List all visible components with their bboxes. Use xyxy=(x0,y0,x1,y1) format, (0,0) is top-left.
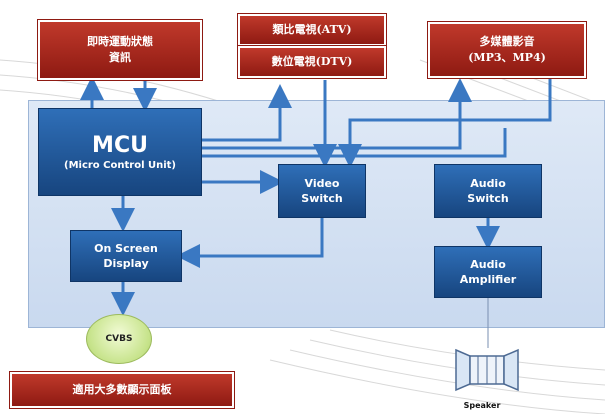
video-switch-line2: Switch xyxy=(301,192,343,205)
multimedia-line1: 多媒體影音 xyxy=(479,35,535,48)
osd-line1: On Screen xyxy=(94,242,158,255)
cvbs-node: CVBS xyxy=(86,314,152,364)
audio-amplifier-box: Audio Amplifier xyxy=(434,246,542,298)
audio-amplifier-line2: Amplifier xyxy=(459,273,517,286)
multimedia-box: 多媒體影音 (MP3、MP4) xyxy=(427,21,587,79)
speaker-label: Speaker xyxy=(463,401,501,410)
display-panel-box: 適用大多數顯示面板 xyxy=(9,371,235,409)
video-switch-line1: Video xyxy=(304,177,340,190)
atv-box: 類比電視(ATV) xyxy=(237,13,387,47)
osd-box: On Screen Display xyxy=(70,230,182,282)
cvbs-label: CVBS xyxy=(105,334,133,344)
realtime-info-line2: 資訊 xyxy=(109,51,131,64)
mcu-box: MCU (Micro Control Unit) xyxy=(38,108,202,196)
osd-line2: Display xyxy=(103,257,149,270)
display-panel-label: 適用大多數顯示面板 xyxy=(72,383,172,396)
realtime-info-line1: 即時運動狀態 xyxy=(87,35,153,48)
mcu-title: MCU xyxy=(92,132,148,158)
audio-switch-line2: Switch xyxy=(467,192,509,205)
atv-label: 類比電視(ATV) xyxy=(272,23,352,36)
dtv-box: 數位電視(DTV) xyxy=(237,45,387,79)
audio-switch-line1: Audio xyxy=(470,177,506,190)
realtime-info-box: 即時運動狀態 資訊 xyxy=(37,19,203,81)
audio-switch-box: Audio Switch xyxy=(434,164,542,218)
audio-amplifier-line1: Audio xyxy=(470,258,506,271)
dtv-label: 數位電視(DTV) xyxy=(271,55,353,68)
video-switch-box: Video Switch xyxy=(278,164,366,218)
multimedia-line2: (MP3、MP4) xyxy=(468,51,546,64)
mcu-subtitle: (Micro Control Unit) xyxy=(64,159,176,171)
